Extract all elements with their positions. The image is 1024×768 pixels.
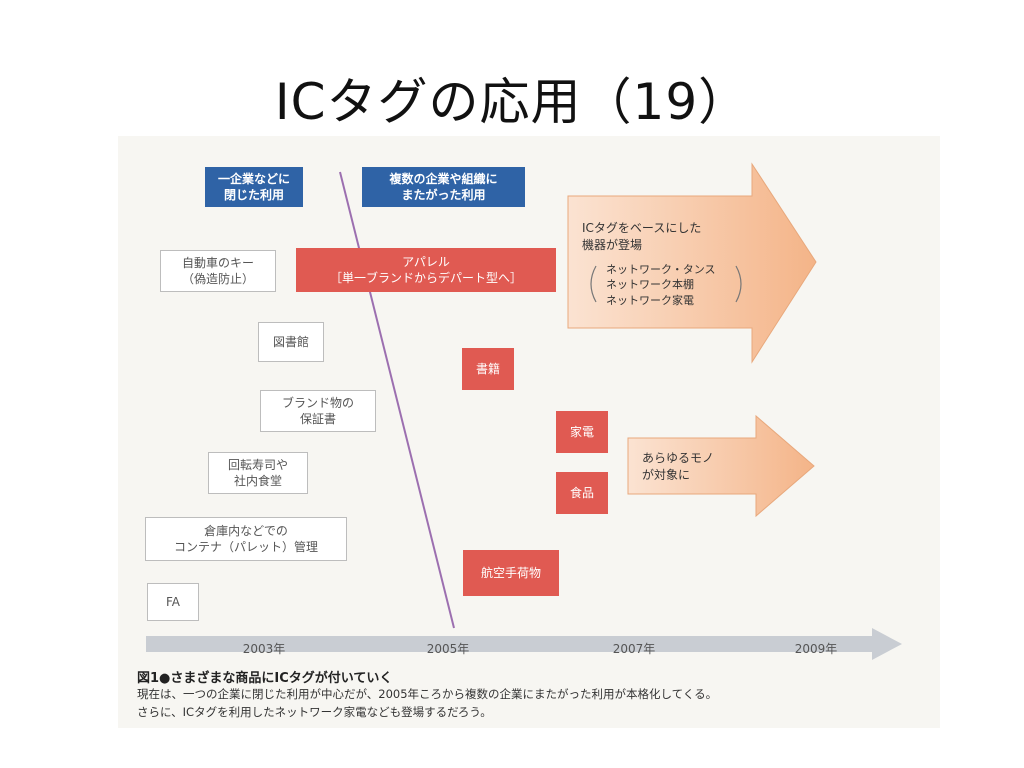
timeline-arrow	[146, 628, 902, 660]
header-multi-enterprise: 複数の企業や組織に またがった利用	[362, 167, 525, 207]
timeline-2005: 2005年	[426, 642, 470, 656]
small-arrow-text: あらゆるモノ が対象に	[642, 451, 715, 482]
timeline-2003: 2003年	[242, 642, 286, 656]
big-arrow-list: ネットワーク・タンス ネットワーク本棚 ネットワーク家電	[606, 263, 716, 307]
caption-line2: さらに、ICタグを利用したネットワーク家電なども登場するだろう。	[137, 705, 492, 719]
caption-heading: 図1●さまざまな商品にICタグが付いていく	[137, 671, 393, 686]
item-books: 書籍	[462, 348, 514, 390]
item-sushi-cafeteria: 回転寿司や 社内食堂	[208, 452, 308, 494]
timeline-2007: 2007年	[612, 642, 656, 656]
timeline-2009: 2009年	[794, 642, 838, 656]
item-library: 図書館	[258, 322, 324, 362]
big-arrow-shape	[567, 162, 817, 364]
caption-line1: 現在は、一つの企業に閉じた利用が中心だが、2005年ころから複数の企業にまたがっ…	[137, 687, 718, 701]
item-car-key: 自動車のキー （偽造防止）	[160, 250, 276, 292]
item-appliances: 家電	[556, 411, 608, 453]
item-container-management: 倉庫内などでの コンテナ（パレット）管理	[145, 517, 347, 561]
item-brand-warranty: ブランド物の 保証書	[260, 390, 376, 432]
bracket-left	[590, 265, 597, 303]
slide-title: ICタグの応用（19）	[274, 73, 750, 131]
item-food: 食品	[556, 472, 608, 514]
apparel-box: アパレル ［単一ブランドからデパート型へ］	[296, 248, 556, 292]
small-arrow-shape	[627, 414, 815, 518]
bracket-right	[735, 265, 742, 303]
item-fa: FA	[147, 583, 199, 621]
header-single-enterprise: 一企業などに 閉じた利用	[205, 167, 303, 207]
big-arrow-title: ICタグをベースにした 機器が登場	[582, 221, 702, 252]
item-air-baggage: 航空手荷物	[463, 550, 559, 596]
figure-background	[118, 136, 940, 728]
